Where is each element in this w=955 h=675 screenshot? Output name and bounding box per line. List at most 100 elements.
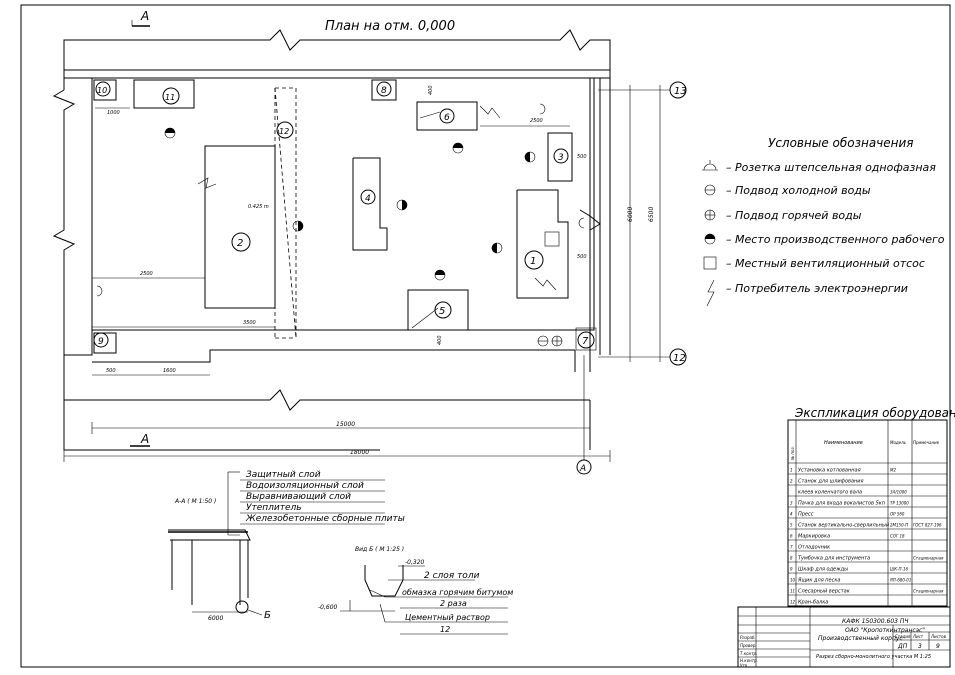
equipment-number-6: 6 — [439, 108, 455, 124]
explication-row-name: Станок для шлифования — [798, 479, 864, 485]
explication-row-name: клеев коленчатого вала — [798, 490, 862, 496]
detail-note-3: 2 раза — [440, 599, 467, 608]
svg-text:А: А — [140, 9, 149, 23]
node-b-label: Б — [264, 610, 271, 621]
equipment-number-8: 8 — [376, 81, 392, 97]
layer-label-4: Утеплитель — [246, 503, 302, 513]
legend-socket-icon — [702, 160, 718, 171]
workplace-marker-3 — [524, 151, 536, 163]
section-aa-title: А-А ( М 1:50 ) — [174, 498, 216, 505]
svg-text:10: 10 — [97, 86, 107, 95]
floor-plan: План на отм. 0,000 А А — [52, 9, 687, 475]
legend-workplace-icon — [704, 233, 716, 245]
svg-text:3: 3 — [558, 153, 564, 163]
svg-text:12: 12 — [279, 127, 289, 136]
detail-note-2: обмазка горячим битумом — [402, 588, 513, 597]
explication-row-name: Кран-балка — [798, 600, 828, 606]
legend-hot-water-icon — [704, 209, 716, 221]
workplace-marker-4 — [292, 220, 304, 232]
explication-row-pos: 6 — [790, 534, 793, 539]
svg-text:1600: 1600 — [163, 368, 176, 374]
svg-text:Стадия: Стадия — [895, 634, 911, 639]
workplace-marker-6 — [491, 242, 503, 254]
explication-row-model: ЯП-680-01 — [889, 578, 911, 583]
axis-12-label: 12 — [673, 353, 686, 364]
sheet-frame — [20, 4, 951, 668]
svg-text:4: 4 — [365, 194, 371, 204]
explication-row-model: ШК-П-16 — [890, 567, 909, 572]
svg-text:1: 1 — [530, 256, 536, 267]
axis-13-label: 13 — [674, 86, 687, 97]
svg-text:2: 2 — [237, 238, 243, 249]
title-org: ОАО "Кропоткинтрансэс" — [845, 627, 925, 634]
equipment-number-1: 1 — [524, 250, 544, 270]
detail-b: Вид Б ( М 1:25 ) -0,600 -0,320 2 слоя то… — [318, 546, 513, 635]
detail-note-4: Цементный раствор — [405, 613, 490, 622]
legend-item-hot-water: – Подвод горячей воды — [726, 209, 862, 222]
outer-walls — [52, 29, 611, 451]
legend-cold-water-icon — [704, 184, 716, 196]
title-object: Производственный корпус — [818, 635, 903, 642]
layer-label-1: Защитный слой — [246, 470, 321, 480]
explication-row-name: Отладочник — [798, 545, 830, 551]
equipment-number-3: 3 — [553, 148, 569, 164]
equipment-numbers: 1 2 3 4 5 6 7 8 9 10 11 12 — [93, 81, 595, 349]
svg-text:9: 9 — [98, 337, 104, 347]
explication-row-name: Установка котлованная — [798, 468, 861, 474]
explication-row-pos: 9 — [790, 567, 793, 572]
svg-text:6500: 6500 — [648, 207, 655, 222]
plan-title: План на отм. 0,000 — [325, 19, 455, 34]
grid-axes: 13 12 А — [576, 81, 687, 475]
section-mark-top: А — [131, 9, 150, 27]
svg-text:11: 11 — [165, 93, 175, 102]
svg-text:500: 500 — [106, 368, 116, 374]
svg-text:15000: 15000 — [336, 421, 355, 428]
explication-row-model: 2М150-П — [890, 523, 908, 528]
legend-title: Условные обозначения — [768, 136, 914, 150]
title-sheet: 3 — [918, 643, 922, 650]
explication-row-pos: 1 — [790, 468, 793, 473]
explication-row-pos: 5 — [790, 523, 793, 528]
workplace-marker-2 — [452, 142, 464, 154]
legend-item-power: – Потребитель электроэнергии — [726, 282, 908, 295]
equipment-number-4: 4 — [360, 189, 376, 205]
water-cold — [537, 335, 549, 347]
explication-row-note: Стационарная — [913, 556, 944, 561]
svg-text:400: 400 — [428, 85, 434, 95]
explication-row-model: ТР 13000 — [890, 501, 909, 506]
svg-text:Утв.: Утв. — [740, 663, 748, 668]
explication-header-note: Примечание — [913, 440, 940, 445]
title-block: КАФК 150300.603 ПЧ ОАО "Кропоткинтрансэс… — [737, 606, 951, 668]
detail-note-1: 2 слоя толи — [424, 571, 480, 581]
workplace-marker-1 — [164, 127, 176, 139]
socket-3 — [578, 217, 585, 229]
legend-item-socket: – Розетка штепсельная однофазная — [726, 161, 936, 174]
workplace-marker-5 — [396, 199, 408, 211]
water-hot — [551, 335, 563, 347]
svg-text:Провер.: Провер. — [740, 643, 757, 648]
explication-row-name: Ящик для песка — [797, 578, 840, 584]
svg-text:Лист: Лист — [912, 634, 924, 639]
explication-row-name: Пресс — [798, 512, 814, 518]
explication-title: Экспликация оборудования — [794, 406, 955, 420]
explication-row-pos: 12 — [790, 600, 796, 605]
equipment-number-5: 5 — [434, 301, 452, 319]
explication-row-model: ОР 560 — [890, 512, 905, 517]
svg-text:Т.контр.: Т.контр. — [740, 651, 757, 656]
equipment-number-7: 7 — [577, 331, 595, 349]
svg-text:1000: 1000 — [107, 110, 120, 116]
svg-text:А: А — [140, 432, 149, 446]
equipment-number-12: 12 — [276, 121, 294, 139]
explication-row-model: СОГ 18 — [890, 534, 905, 539]
equipment-number-10: 10 — [95, 81, 111, 97]
section-mark-bottom: А — [130, 432, 150, 447]
explication-row-name: Тумбочка для инструмента — [798, 556, 870, 562]
explication-row-pos: 7 — [790, 545, 793, 550]
equipment-outlines — [93, 79, 573, 354]
section-aa-layer-labels: Защитный слой Водоизоляционный слой Выра… — [240, 470, 405, 525]
layer-label-2: Водоизоляционный слой — [246, 481, 364, 491]
legend-item-workplace: – Место производственного рабочего — [726, 233, 945, 246]
workplace-marker-7 — [434, 269, 446, 281]
svg-text:-0,600: -0,600 — [318, 604, 338, 611]
